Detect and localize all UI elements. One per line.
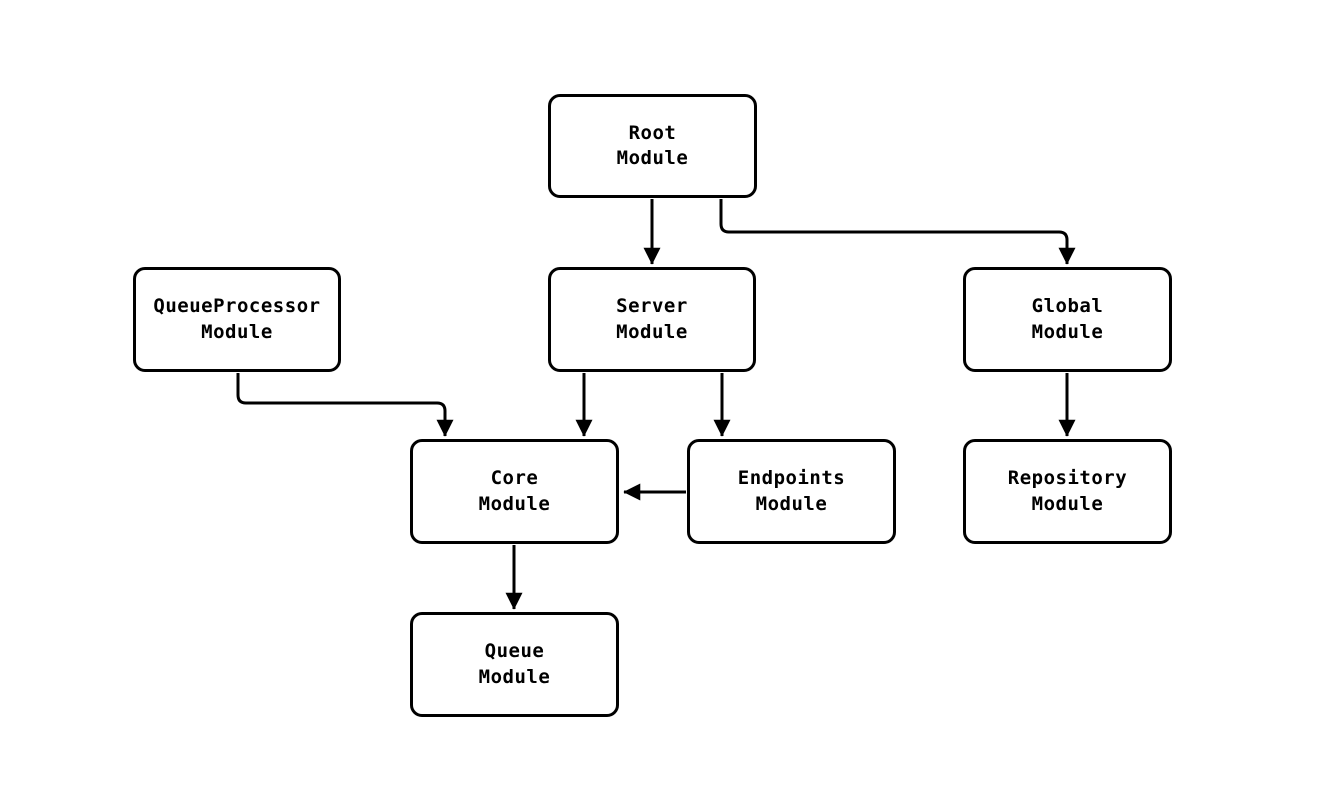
node-label-core: Core Module <box>478 467 551 515</box>
node-label-root: Root Module <box>616 121 689 169</box>
node-label-endpoints: Endpoints Module <box>737 467 846 515</box>
node-queue-module: Queue Module <box>410 612 619 717</box>
node-server-module: Server Module <box>548 267 756 372</box>
node-repository-module: Repository Module <box>963 439 1172 544</box>
node-endpoints-module: Endpoints Module <box>687 439 896 544</box>
node-label-server: Server Module <box>616 295 688 343</box>
node-label-queueprocessor: QueueProcessor Module <box>153 295 321 343</box>
node-label-global: Global Module <box>1031 295 1104 343</box>
node-label-queue: Queue Module <box>478 640 551 688</box>
node-queueprocessor-module: QueueProcessor Module <box>133 267 341 372</box>
edge-queueprocessor-to-core <box>236 373 454 437</box>
edge-root-to-global <box>719 199 1076 265</box>
node-root-module: Root Module <box>548 94 757 198</box>
node-global-module: Global Module <box>963 267 1172 372</box>
node-label-repository: Repository Module <box>1007 467 1128 515</box>
node-core-module: Core Module <box>410 439 619 544</box>
